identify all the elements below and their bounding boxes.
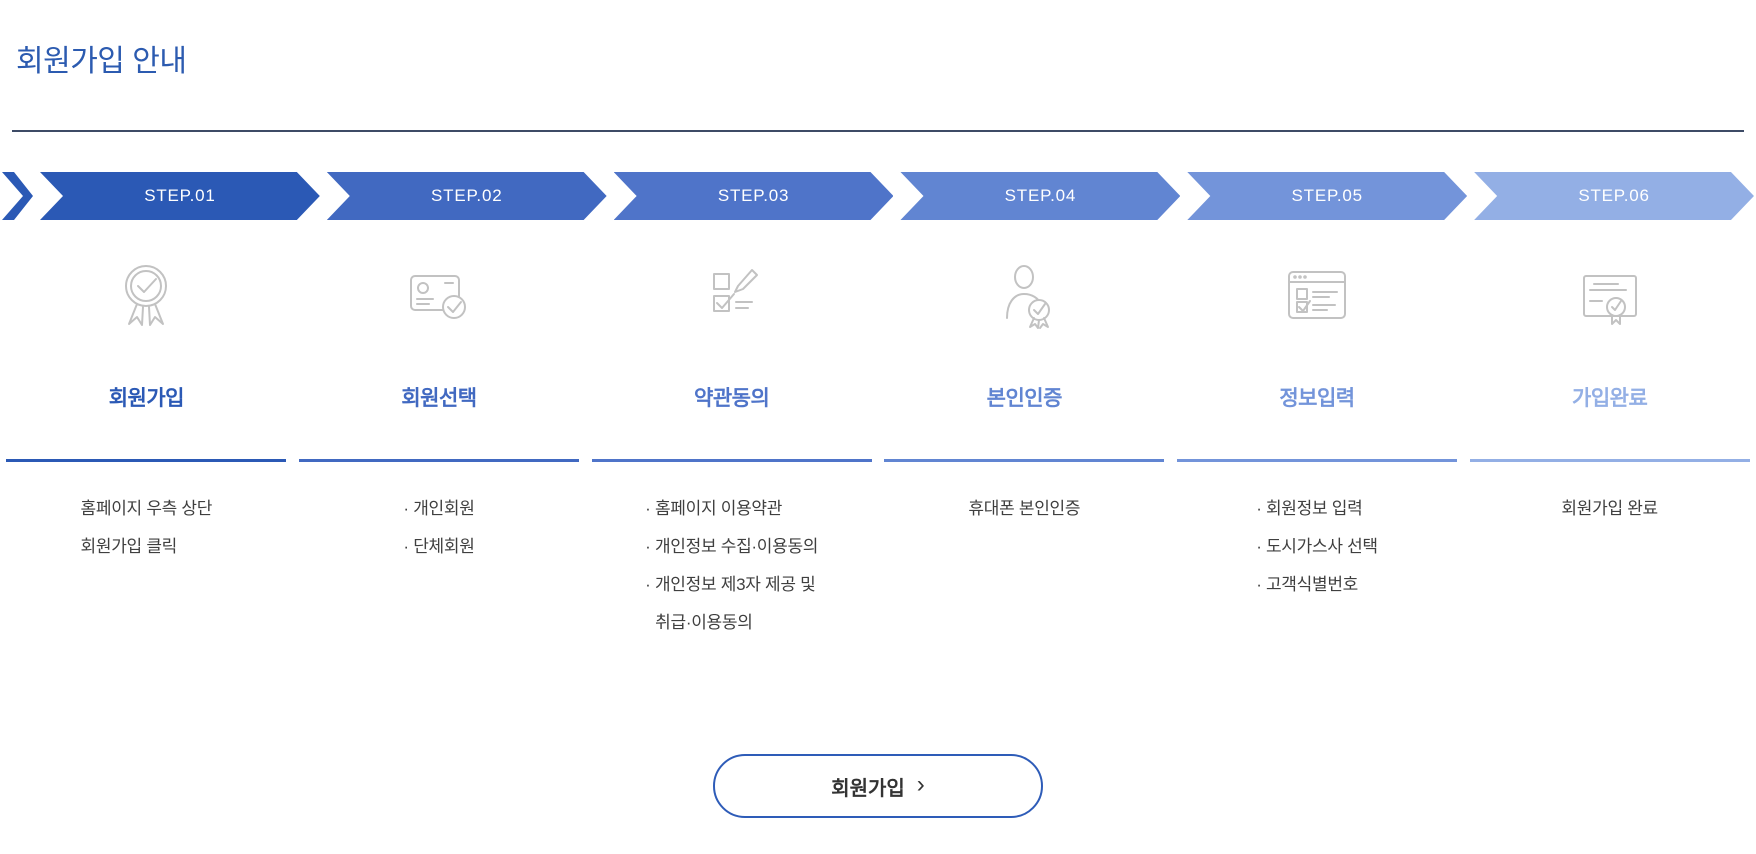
step-desc-line: · 개인정보 수집·이용동의: [645, 537, 819, 556]
award-check-icon: [0, 254, 293, 338]
step-title: 약관동의: [694, 387, 770, 410]
terms-checklist-icon: [585, 254, 878, 338]
certificate-seal-icon: [1463, 254, 1756, 338]
step-column-2: 회원선택 · 개인회원 · 단체회원: [293, 220, 586, 642]
step-title: 회원선택: [401, 387, 477, 410]
step-desc-line: · 개인정보 제3자 제공 및: [645, 575, 816, 594]
step-desc-line: 회원가입 완료: [1561, 499, 1658, 518]
step-title: 본인인증: [986, 387, 1063, 410]
signup-button[interactable]: 회원가입 ›: [713, 754, 1043, 818]
step-chevron-6: STEP.06: [1474, 172, 1754, 220]
step-chevron-2: STEP.02: [327, 172, 607, 220]
step-desc-line: 홈페이지 우측 상단: [80, 499, 213, 518]
step-title: 가입완료: [1572, 387, 1648, 410]
browser-form-icon: [1171, 254, 1464, 338]
step-underline: [1469, 459, 1750, 462]
step-underline: [298, 459, 579, 462]
step-chevron-1: STEP.01: [40, 172, 320, 220]
step-chevron-3: STEP.03: [614, 172, 894, 220]
step-desc: · 홈페이지 이용약관 · 개인정보 수집·이용동의 · 개인정보 제3자 제공…: [585, 490, 878, 642]
step-column-3: 약관동의 · 홈페이지 이용약관 · 개인정보 수집·이용동의 · 개인정보 제…: [585, 220, 878, 642]
signup-button-row: 회원가입 ›: [0, 754, 1756, 818]
step-desc: 홈페이지 우측 상단 회원가입 클릭: [0, 490, 293, 642]
step-column-5: 정보입력 · 회원정보 입력 · 도시가스사 선택 · 고객식별번호: [1171, 220, 1464, 642]
step-underline: [1176, 459, 1457, 462]
step-desc-line: · 단체회원: [403, 537, 475, 556]
page-title: 회원가입 안내: [16, 45, 187, 78]
step-desc: · 회원정보 입력 · 도시가스사 선택 · 고객식별번호: [1171, 490, 1464, 642]
step-column-4: 본인인증 휴대폰 본인인증: [878, 220, 1171, 642]
step-chevron-4: STEP.04: [900, 172, 1180, 220]
signup-button-label: 회원가입: [831, 777, 905, 800]
step-chevron-bar: STEP.01 STEP.02 STEP.03 STEP.04 STEP.05 …: [2, 172, 1754, 220]
id-card-check-icon: [293, 254, 586, 338]
step-desc-line: · 고객식별번호: [1256, 575, 1359, 594]
step-title: 회원가입: [108, 387, 185, 410]
step-desc-line: · 개인회원: [403, 499, 475, 518]
title-divider: [12, 130, 1744, 132]
step-columns: 회원가입 홈페이지 우측 상단 회원가입 클릭 회원선택: [0, 220, 1756, 642]
step-column-1: 회원가입 홈페이지 우측 상단 회원가입 클릭: [0, 220, 293, 642]
step-desc-line: 취급·이용동의: [655, 613, 753, 632]
step-underline: [6, 459, 287, 462]
chevron-right-icon: ›: [916, 771, 925, 798]
step-column-6: 가입완료 회원가입 완료: [1463, 220, 1756, 642]
step-desc: 회원가입 완료: [1463, 490, 1756, 642]
person-certify-icon: [878, 254, 1171, 338]
step-desc-line: 휴대폰 본인인증: [968, 499, 1081, 518]
step-desc-line: · 도시가스사 선택: [1256, 537, 1378, 556]
step-desc: 휴대폰 본인인증: [878, 490, 1171, 642]
step-desc-line: 회원가입 클릭: [80, 537, 178, 556]
step-chevron-5: STEP.05: [1187, 172, 1467, 220]
chevron-tail-fragment: [2, 172, 33, 220]
step-desc: · 개인회원 · 단체회원: [293, 490, 586, 642]
step-desc-line: · 홈페이지 이용약관: [645, 499, 783, 518]
step-desc-line: · 회원정보 입력: [1256, 499, 1363, 518]
step-underline: [591, 459, 872, 462]
step-underline: [884, 459, 1165, 462]
step-title: 정보입력: [1279, 387, 1355, 410]
